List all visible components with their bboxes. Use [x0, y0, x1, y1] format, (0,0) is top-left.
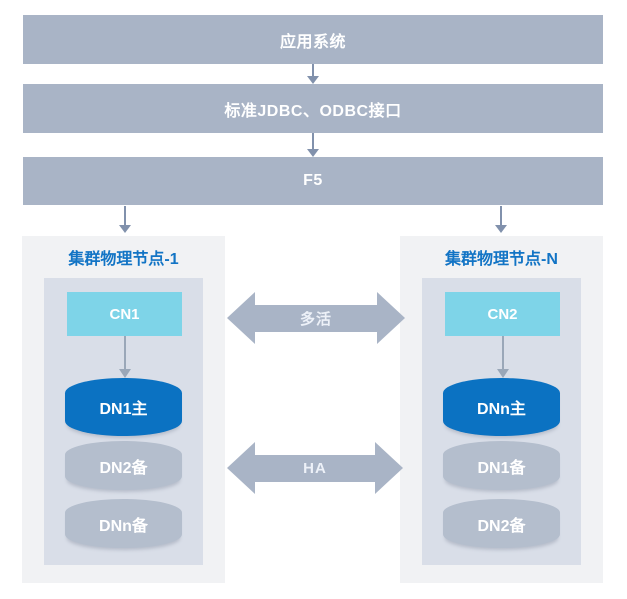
connector-body: HA	[255, 454, 375, 482]
dn-standby-label: DN2备	[99, 459, 148, 477]
arrow-head	[119, 369, 131, 378]
arrow-head	[497, 369, 509, 378]
dn-standby-node: DN1备	[443, 441, 560, 490]
cluster-physical-node-n: 集群物理节点-N CN2 DNn主 DN1备 DN2备	[400, 236, 603, 583]
dn-primary-label: DNn主	[477, 401, 526, 418]
cn-node: CN2	[445, 292, 560, 336]
arrow-head	[495, 225, 507, 233]
dn-standby-node: DN2备	[443, 499, 560, 548]
cluster-physical-node-1: 集群物理节点-1 CN1 DN1主 DN2备 DNn备	[22, 236, 225, 583]
arrow-stem	[124, 336, 126, 369]
arrow-stem	[500, 206, 502, 225]
cluster-inner-panel: CN1 DN1主 DN2备 DNn备	[44, 278, 203, 565]
down-arrow-icon	[306, 133, 320, 157]
multi-active-label: 多活	[299, 310, 332, 328]
arrow-head-left-icon	[227, 442, 255, 494]
cn-to-dn-arrow-icon	[496, 336, 510, 378]
arrow-head	[119, 225, 131, 233]
arrow-head	[307, 76, 319, 84]
arrow-stem	[124, 206, 126, 225]
dn-standby-label: DN2备	[477, 517, 526, 535]
f5-label: F5	[303, 172, 323, 189]
cn-node-label: CN1	[109, 305, 140, 323]
branch-down-arrow-icon	[494, 206, 508, 233]
dn-standby-node: DNn备	[65, 499, 182, 548]
connector-body: 多活	[255, 304, 377, 332]
application-system-label: 应用系统	[279, 33, 346, 51]
down-arrow-icon	[306, 64, 320, 84]
ha-label: HA	[303, 459, 327, 477]
dn-standby-node: DN2备	[65, 441, 182, 490]
multi-active-connector-arrow: 多活	[227, 292, 405, 344]
jdbc-odbc-interface-label: 标准JDBC、ODBC接口	[224, 102, 402, 120]
arrow-head-right-icon	[375, 442, 403, 494]
cluster-title: 集群物理节点-1	[68, 251, 179, 268]
arrow-head-right-icon	[377, 292, 405, 344]
arrow-stem	[502, 336, 504, 369]
cn-node-label: CN2	[487, 305, 518, 323]
f5-load-balancer-bar: F5	[23, 157, 603, 205]
cluster-title: 集群物理节点-N	[445, 251, 558, 268]
arrow-head	[307, 149, 319, 157]
cn-to-dn-arrow-icon	[118, 336, 132, 378]
dn-primary-node: DN1主	[65, 378, 182, 436]
arrow-head-left-icon	[227, 292, 255, 344]
branch-down-arrow-icon	[118, 206, 132, 233]
application-system-bar: 应用系统	[23, 15, 603, 64]
dn-primary-label: DN1主	[99, 401, 148, 418]
dn-primary-node: DNn主	[443, 378, 560, 436]
arrow-stem	[312, 133, 314, 149]
arrow-stem	[312, 64, 314, 76]
dn-standby-label: DN1备	[477, 459, 526, 477]
dn-standby-label: DNn备	[99, 517, 148, 535]
cluster-inner-panel: CN2 DNn主 DN1备 DN2备	[422, 278, 581, 565]
ha-connector-arrow: HA	[227, 442, 403, 494]
jdbc-odbc-interface-bar: 标准JDBC、ODBC接口	[23, 84, 603, 133]
cn-node: CN1	[67, 292, 182, 336]
